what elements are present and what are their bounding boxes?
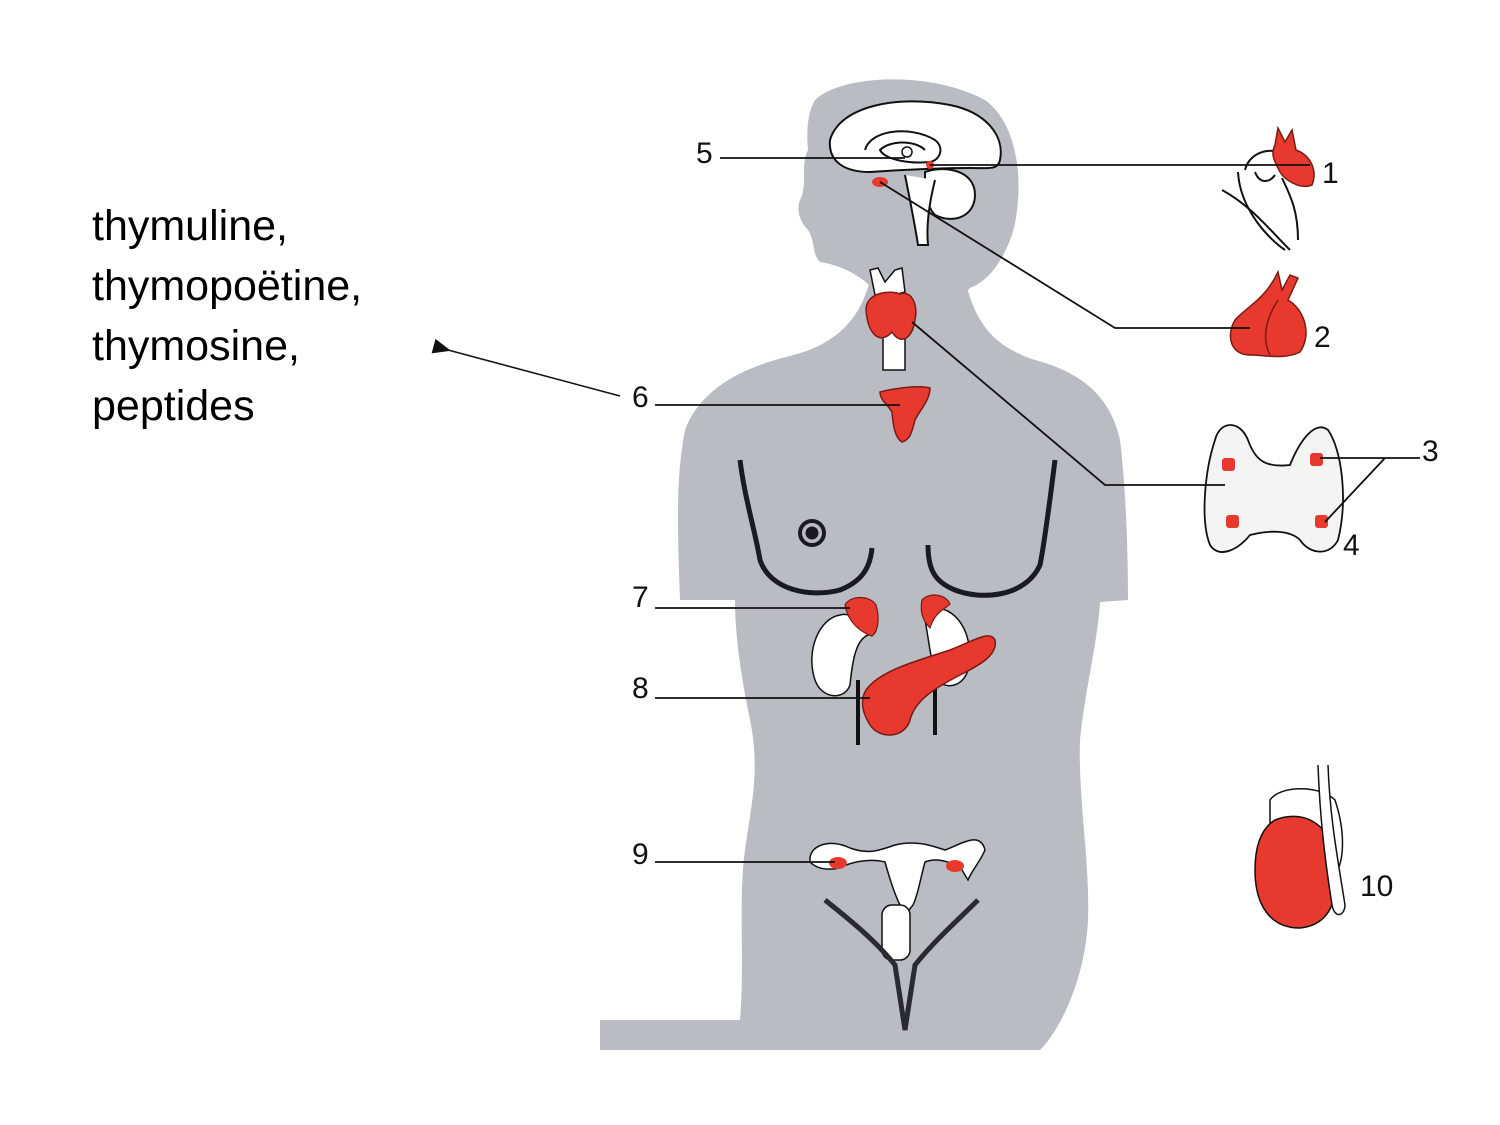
detail-pineal (1221, 125, 1315, 251)
pancreas (861, 635, 996, 736)
label-7: 7 (632, 581, 649, 614)
leader-lines (655, 157, 1420, 863)
arrow-to-hormones (431, 338, 621, 397)
label-3: 3 (1422, 435, 1439, 468)
label-5: 5 (696, 137, 713, 170)
label-1: 1 (1322, 157, 1339, 190)
number-labels: 5 1 2 3 4 6 7 8 9 10 (632, 137, 1439, 903)
detail-testis (1254, 764, 1346, 929)
thyroid-neck (865, 267, 917, 371)
detail-thyroid-parathyroid (1203, 424, 1344, 553)
label-8: 8 (632, 672, 649, 705)
hormone-thymuline: thymuline, (92, 202, 288, 250)
label-2: 2 (1314, 321, 1331, 354)
uterus-ovaries (809, 839, 986, 1031)
thymus (879, 386, 931, 443)
brain (828, 100, 1002, 246)
label-10: 10 (1360, 870, 1393, 903)
label-4: 4 (1343, 529, 1360, 562)
label-6: 6 (632, 381, 649, 414)
hormone-peptides: peptides (92, 382, 255, 430)
hormone-thymopoetine: thymopoëtine, (92, 262, 363, 310)
body-silhouette (600, 79, 1128, 1050)
hormone-list: thymuline, thymopoëtine, thymosine, pept… (92, 196, 362, 436)
hormone-thymosine: thymosine, (92, 322, 300, 370)
detail-pituitary (1229, 269, 1307, 358)
breast-outline (737, 459, 1058, 598)
label-9: 9 (632, 838, 649, 871)
